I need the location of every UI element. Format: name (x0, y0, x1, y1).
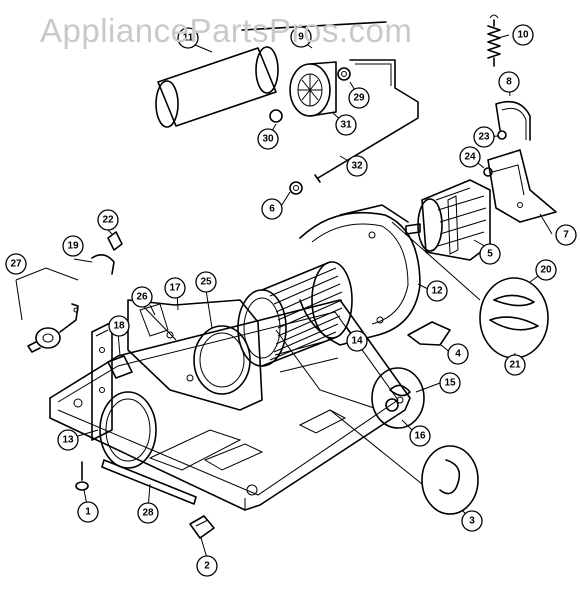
svg-text:12: 12 (431, 286, 443, 297)
callout-14: 14 (346, 330, 368, 352)
callout-17: 17 (164, 277, 186, 299)
svg-text:24: 24 (464, 152, 476, 163)
svg-text:16: 16 (414, 431, 426, 442)
callout-32: 32 (346, 155, 368, 177)
callout-11: 11 (177, 27, 199, 49)
callout-16: 16 (409, 425, 431, 447)
svg-text:28: 28 (142, 508, 154, 519)
svg-text:1: 1 (85, 507, 91, 518)
callout-10: 10 (512, 24, 534, 46)
clip-bracket-2 (189, 515, 215, 539)
screws (483, 130, 507, 177)
callout-21: 21 (504, 354, 526, 376)
blower-wheel (237, 261, 353, 367)
motor (405, 179, 491, 261)
svg-text:21: 21 (509, 360, 521, 371)
drum-roller (155, 46, 279, 128)
svg-text:11: 11 (183, 33, 194, 44)
callout-3: 3 (461, 510, 483, 532)
svg-text:18: 18 (113, 321, 125, 332)
sensor (107, 355, 133, 379)
svg-text:20: 20 (540, 265, 552, 276)
svg-text:9: 9 (298, 32, 304, 43)
svg-text:15: 15 (444, 378, 456, 389)
svg-text:8: 8 (506, 77, 512, 88)
blower-housing (299, 204, 421, 346)
svg-text:17: 17 (169, 283, 181, 294)
detail-circle-lint-seal (391, 221, 549, 359)
callout-5: 5 (479, 243, 501, 265)
motor-clamp (495, 100, 531, 141)
svg-text:25: 25 (200, 277, 212, 288)
washers (269, 67, 351, 195)
detail-circle-clip (329, 409, 479, 515)
svg-text:23: 23 (478, 132, 490, 143)
callout-25: 25 (195, 271, 217, 293)
callout-24: 24 (459, 146, 481, 168)
callout-18: 18 (108, 315, 130, 337)
idler-shaft (241, 21, 419, 183)
svg-text:5: 5 (487, 249, 493, 260)
svg-text:32: 32 (351, 161, 363, 172)
svg-text:27: 27 (10, 259, 22, 270)
callout-28: 28 (137, 502, 159, 524)
callout-12: 12 (426, 280, 448, 302)
svg-text:2: 2 (204, 561, 210, 572)
callout-20: 20 (535, 259, 557, 281)
svg-text:29: 29 (353, 93, 365, 104)
svg-text:7: 7 (563, 230, 569, 241)
svg-text:3: 3 (469, 516, 475, 527)
leader-lines (15, 34, 553, 559)
svg-text:6: 6 (269, 204, 275, 215)
svg-text:13: 13 (62, 435, 74, 446)
svg-text:14: 14 (351, 336, 363, 347)
detail-circle-clips (275, 329, 425, 429)
clip-bracket (91, 231, 123, 275)
hinge-rod (101, 459, 197, 505)
svg-text:26: 26 (136, 292, 148, 303)
callout-19: 19 (62, 235, 84, 257)
base-panel (49, 299, 411, 511)
callout-2: 2 (196, 555, 218, 577)
callout-15: 15 (439, 372, 461, 394)
idler-pulley (289, 61, 337, 117)
callout-23: 23 (473, 126, 495, 148)
front-frame (91, 321, 113, 441)
callout-27: 27 (5, 253, 27, 275)
seal-ring (99, 391, 157, 469)
callout-4: 4 (447, 343, 469, 365)
svg-text:31: 31 (340, 120, 352, 131)
thermal-assembly (27, 303, 79, 353)
switch-cover (407, 321, 451, 346)
svg-text:4: 4 (455, 349, 461, 360)
callout-31: 31 (335, 114, 357, 136)
callout-29: 29 (348, 87, 370, 109)
callout-13: 13 (57, 429, 79, 451)
callout-22: 22 (97, 209, 119, 231)
front-bulkhead (127, 299, 263, 411)
callout-1: 1 (77, 501, 99, 523)
callout-26: 26 (131, 286, 153, 308)
motor-mount-bracket (487, 149, 557, 223)
callout-9: 9 (290, 26, 312, 48)
svg-text:19: 19 (67, 241, 79, 252)
leveling-screw (75, 461, 89, 491)
callout-7: 7 (555, 224, 577, 246)
svg-text:30: 30 (262, 134, 274, 145)
callout-6: 6 (261, 198, 283, 220)
callout-8: 8 (498, 71, 520, 93)
svg-text:10: 10 (517, 30, 529, 41)
callout-30: 30 (257, 128, 279, 150)
idler-spring (487, 14, 501, 67)
duct-cover (139, 303, 169, 337)
svg-text:22: 22 (102, 215, 114, 226)
